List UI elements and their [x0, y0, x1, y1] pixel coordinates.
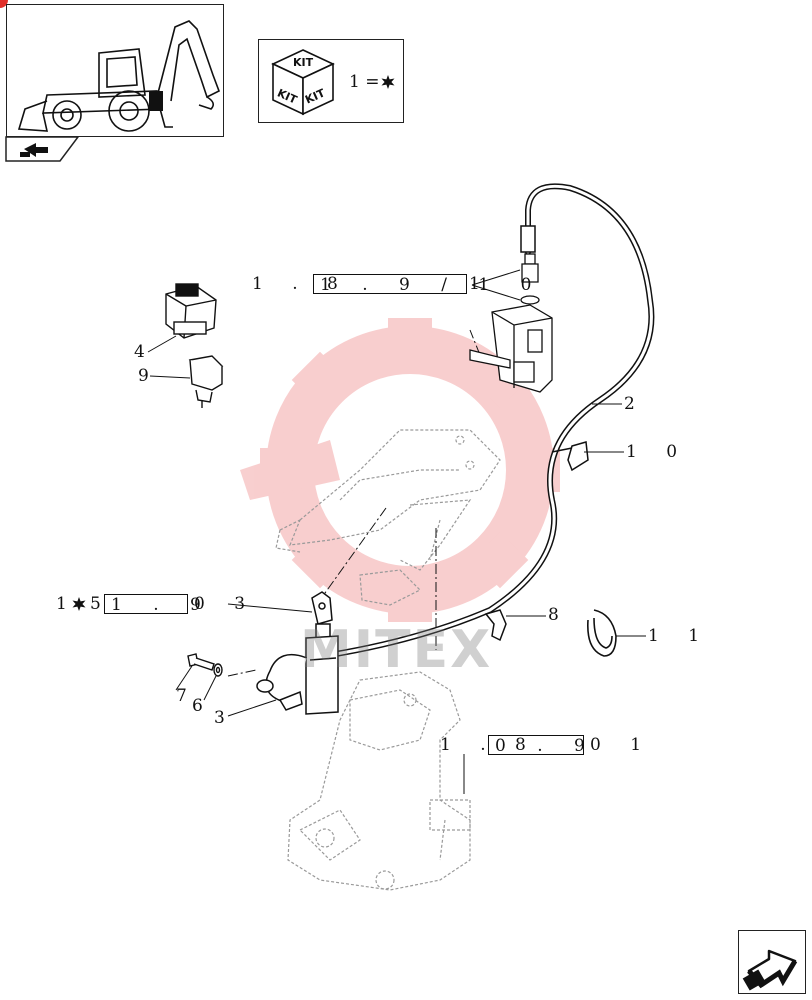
ref-b-box[interactable]: 1 . 9 [104, 594, 201, 615]
valve-block [469, 304, 553, 393]
backhoe-loader-icon [17, 20, 221, 132]
kit-legend: KIT KIT KIT 1 = [258, 39, 404, 123]
kit-star-icon [72, 597, 86, 611]
ref-b-box-text: 1 . 9 [111, 595, 214, 615]
clamp-ring [587, 609, 617, 657]
ref-a-box-text: 1 . 9 / 1 0 [320, 275, 545, 295]
kit-star-icon [381, 75, 395, 89]
hydraulic-cylinder [256, 591, 339, 715]
ghost-bracket [275, 429, 501, 891]
callout-2: 2 [624, 394, 647, 414]
kit-equation: 1 = [349, 72, 385, 92]
ref-b-suffix: 0 3 [194, 594, 258, 614]
forward-arrow-icon [742, 949, 798, 991]
next-page-button[interactable] [738, 930, 806, 994]
ref-c-prefix: 1 . 8 [440, 735, 538, 755]
ref-a-box[interactable]: 1 . 9 / 1 0 [313, 274, 531, 295]
indicator-lamp [188, 355, 224, 408]
corner-marker [0, 0, 8, 8]
ref-c-box-text: 0 . 9 [495, 736, 598, 756]
hose-clamp [551, 441, 589, 472]
callout-8: 8 [548, 605, 571, 625]
callout-3: 3 [214, 708, 237, 728]
clip [484, 609, 507, 642]
back-arrow-icon [20, 143, 48, 157]
back-nav-tab[interactable] [5, 136, 80, 162]
adapter-fitting [520, 253, 540, 305]
watermark-gear-icon [240, 318, 560, 622]
bolt-and-washer [187, 653, 223, 677]
ref-a-suffix: 1 [469, 274, 492, 294]
ref-c-suffix: 0 1 [590, 735, 654, 755]
callout-10: 1 0 [626, 442, 690, 462]
kit-cube-icon [271, 49, 335, 116]
machine-thumbnail [6, 4, 224, 137]
ref-b-middle: 5 [90, 594, 113, 614]
kit-top-label: KIT [293, 56, 314, 69]
callout-7: 7 [176, 686, 199, 706]
ref-c-box[interactable]: 0 . 9 [488, 735, 585, 756]
callout-6: 6 [192, 696, 215, 716]
callout-11: 1 1 [648, 626, 712, 646]
ref-b-prefix: 1 [56, 594, 79, 614]
ref-a-prefix: 1 . 8 [252, 274, 350, 294]
hose-end-fitting [520, 225, 536, 253]
callout-9: 9 [138, 366, 161, 386]
callout-4: 4 [134, 342, 157, 362]
rocker-switch [165, 283, 217, 339]
watermark-text: MITEX [300, 620, 493, 680]
